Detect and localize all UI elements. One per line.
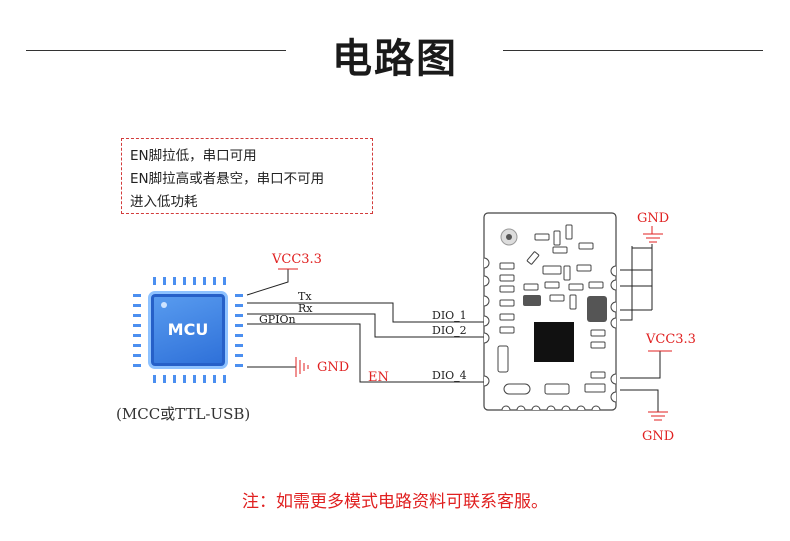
en-label: EN	[368, 370, 389, 385]
mcu-chip: MCU	[148, 291, 228, 369]
module-gnd-bottom-label: GND	[642, 429, 674, 444]
dio4-label: DIO_4	[432, 369, 467, 382]
mcu-gnd-label: GND	[317, 360, 349, 375]
dio1-label: DIO_1	[432, 309, 467, 322]
module-right-wires	[620, 244, 661, 412]
title-rule-left	[26, 50, 286, 51]
module-gnd-top-label: GND	[637, 211, 669, 226]
mcu-chip-label: MCU	[167, 320, 209, 339]
tx-label: Tx	[298, 290, 312, 303]
chip-pin1-dot	[161, 302, 167, 308]
footnote: 注：如需更多模式电路资料可联系客服。	[242, 492, 548, 512]
note-line-1: EN脚拉低，串口可用	[130, 148, 257, 164]
page-title: 电路图	[332, 36, 458, 82]
note-line-2: EN脚拉高或者悬空，串口不可用	[130, 171, 325, 187]
wires	[246, 268, 484, 383]
note-box: EN脚拉低，串口可用 EN脚拉高或者悬空，串口不可用 进入低功耗	[121, 138, 373, 214]
mcu-caption: (MCC或TTL-USB)	[116, 405, 251, 423]
title-rule-right	[503, 50, 763, 51]
gpio-label: GPIOn	[259, 313, 296, 326]
module-board	[483, 212, 617, 411]
dio2-label: DIO_2	[432, 324, 467, 337]
module-vcc-label: VCC3.3	[645, 332, 696, 347]
mcu-pins	[133, 277, 243, 383]
note-line-3: 进入低功耗	[130, 194, 198, 210]
rx-label: Rx	[298, 302, 313, 315]
mcu-vcc-label: VCC3.3	[271, 252, 322, 267]
module-power-symbols	[643, 226, 672, 421]
